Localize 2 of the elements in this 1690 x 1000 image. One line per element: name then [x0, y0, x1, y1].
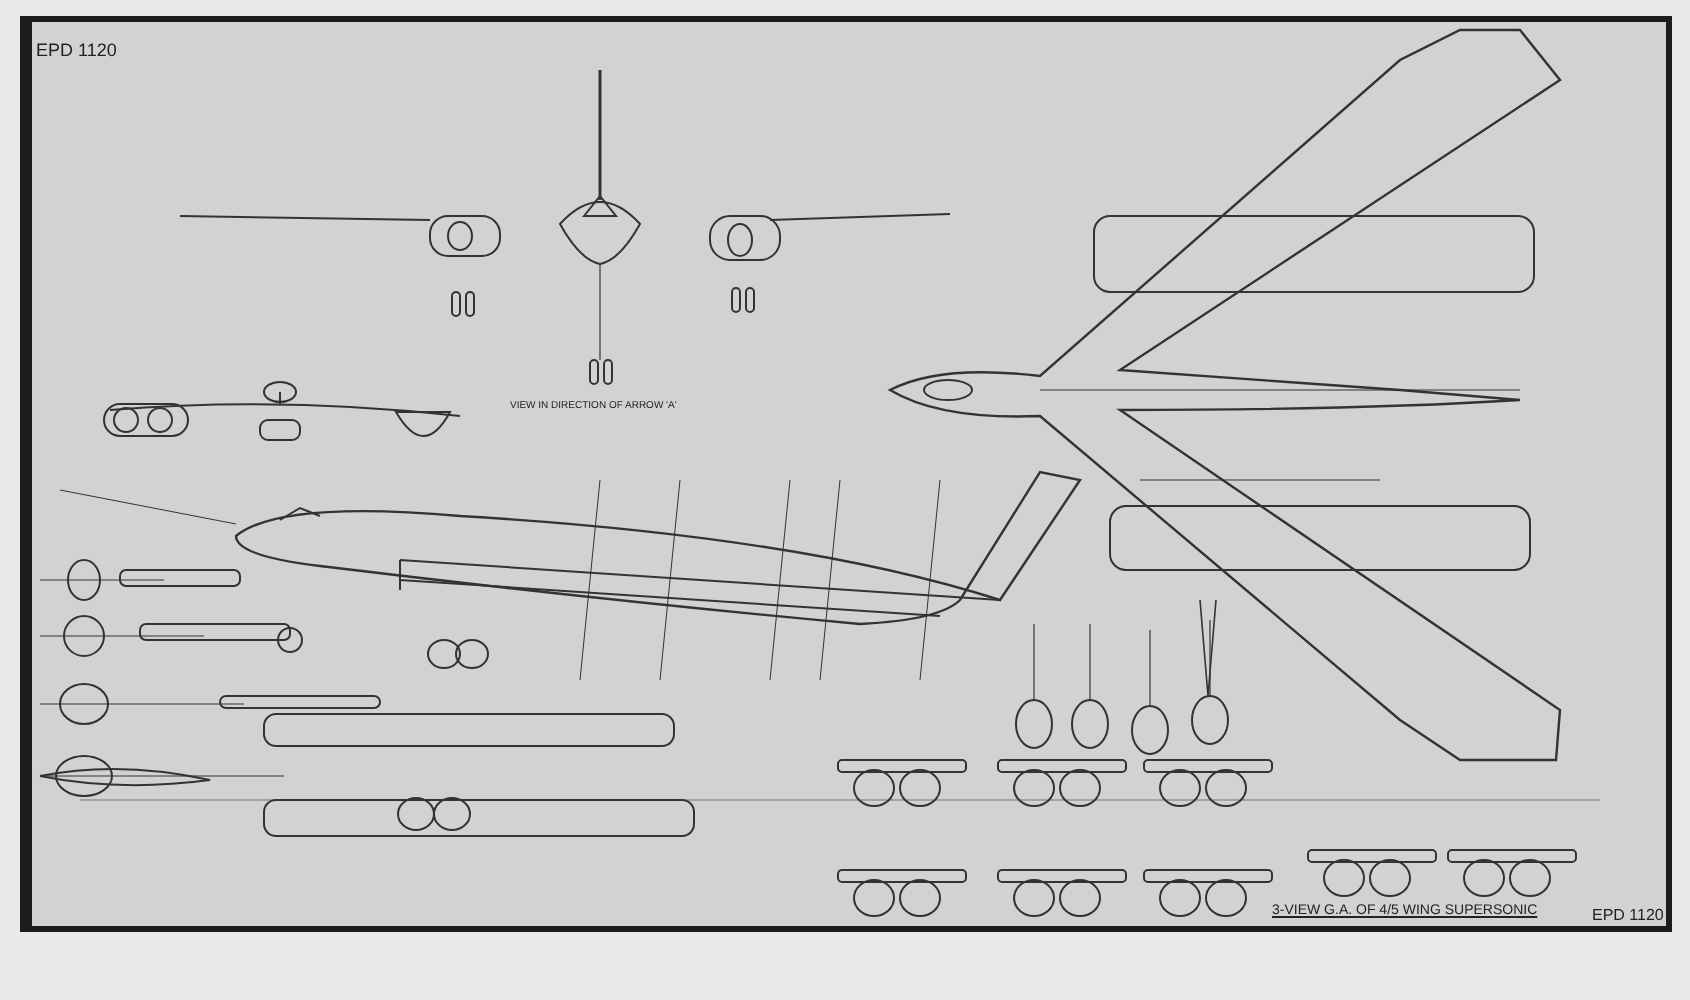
- drawing-number: EPD 1120: [36, 42, 117, 60]
- drawing-number: EPD 1120: [1592, 908, 1664, 924]
